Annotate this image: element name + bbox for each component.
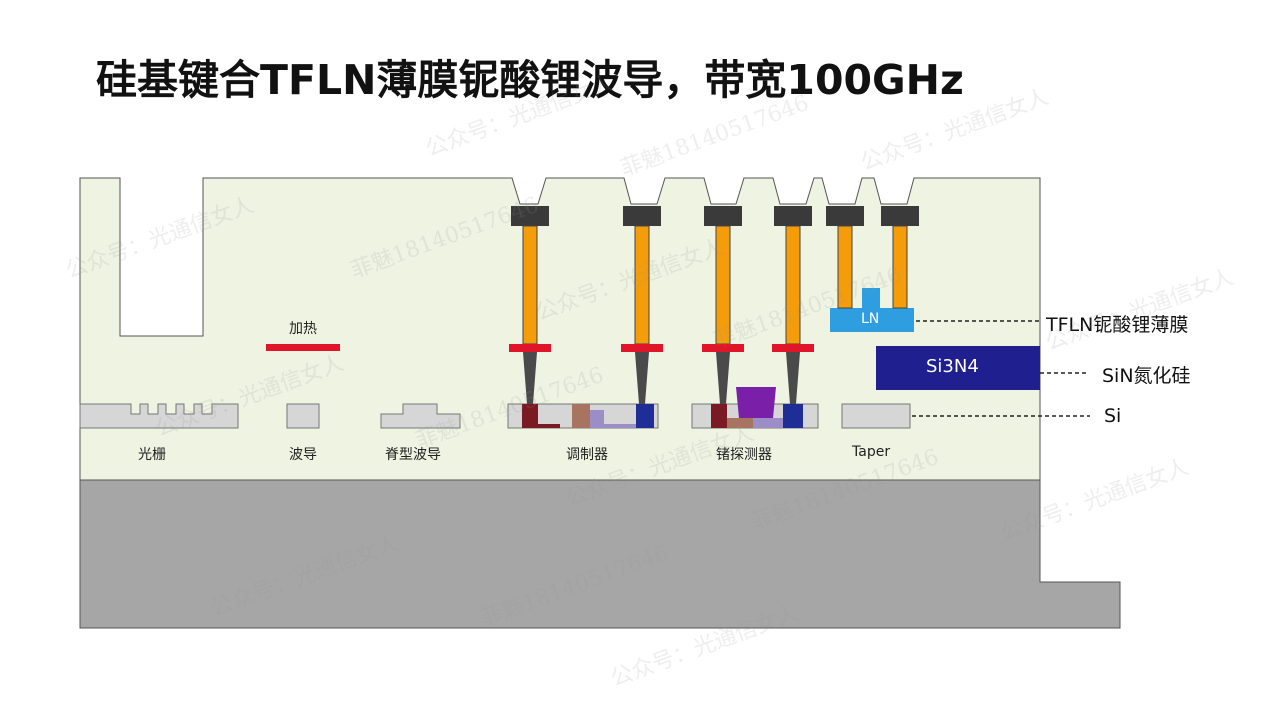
metal-via (785, 225, 801, 345)
label-ln: LN (861, 311, 880, 327)
heater-strip (266, 344, 340, 351)
metal-via (837, 225, 853, 309)
legend-sin: SiN氮化硅 (1102, 365, 1191, 387)
metal-pad (623, 206, 661, 226)
modulator-core (572, 404, 590, 428)
modulator-doping-p-tail (538, 424, 560, 428)
ridge-waveguide (380, 403, 461, 429)
taper-silicon (841, 403, 911, 429)
ln-film (830, 288, 914, 332)
germanium-absorber (736, 387, 776, 418)
modulator-doping-n (636, 404, 654, 428)
label-detector: 锗探测器 (716, 447, 772, 463)
detector-doping-p (711, 404, 727, 428)
label-grating: 光栅 (138, 447, 166, 463)
metal-via (634, 225, 650, 345)
tungsten-plug (635, 352, 649, 404)
metal-via (522, 225, 538, 345)
tungsten-plug (786, 352, 800, 404)
strip-waveguide (286, 403, 320, 429)
legend-si: Si (1104, 405, 1122, 427)
contact-bar (621, 344, 663, 352)
metal-pad (774, 206, 812, 226)
detector-doping-n-light (753, 418, 783, 428)
sin-layer (876, 346, 1040, 390)
metal-via (892, 225, 908, 309)
label-ridge-waveguide: 脊型波导 (385, 447, 441, 463)
metal-pad (511, 206, 549, 226)
grating-coupler (79, 403, 239, 429)
substrate (79, 479, 1121, 629)
legend-tfln: TFLN铌酸锂薄膜 (1046, 314, 1189, 336)
tungsten-plug (716, 352, 730, 404)
contact-bar (702, 344, 744, 352)
detector-doping-n (783, 404, 803, 428)
label-waveguide: 波导 (289, 447, 317, 463)
metal-pad (881, 206, 919, 226)
detector-doping-p-light (727, 418, 753, 428)
metal-pad (826, 206, 864, 226)
contact-bar (772, 344, 814, 352)
page-title: 硅基键合TFLN薄膜铌酸锂波导，带宽100GHz (96, 56, 964, 104)
metal-via (715, 225, 731, 345)
contact-bar (509, 344, 551, 352)
metal-pad (704, 206, 742, 226)
label-modulator: 调制器 (566, 447, 608, 463)
label-heater: 加热 (289, 321, 317, 337)
modulator-doping-n-tail (604, 424, 636, 428)
label-si3n4: Si3N4 (926, 356, 979, 377)
tungsten-plug (523, 352, 537, 404)
label-taper: Taper (852, 444, 891, 460)
modulator-doping-n-light (590, 410, 604, 428)
modulator-doping-p (522, 404, 538, 428)
